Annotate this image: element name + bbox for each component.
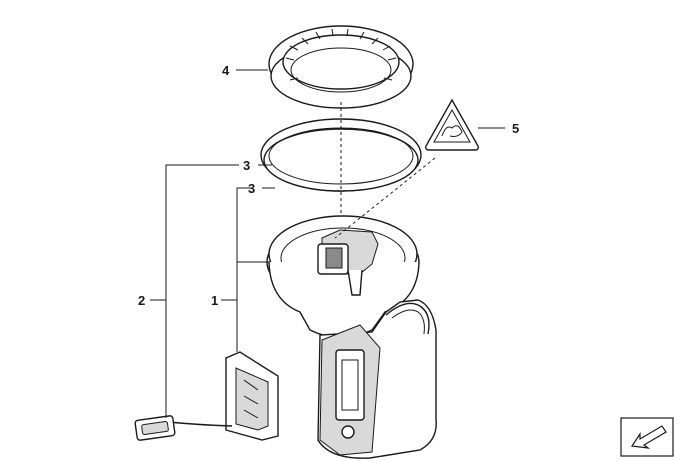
callout-1-bracket — [221, 187, 270, 352]
callout-3a: 3 — [243, 158, 250, 173]
callout-2: 2 — [138, 293, 145, 308]
callout-2-bracket — [150, 164, 239, 418]
part-2-level-sensor[interactable] — [134, 351, 279, 441]
part-4-locking-ring[interactable] — [268, 25, 414, 109]
electric-shock-warning-icon[interactable] — [425, 98, 479, 151]
part-3-seal-ring[interactable] — [260, 118, 422, 192]
callout-3b: 3 — [248, 181, 255, 196]
callout-5: 5 — [512, 121, 519, 136]
part-1-pump-flange[interactable] — [266, 215, 437, 459]
callout-1: 1 — [211, 293, 218, 308]
callout-4: 4 — [222, 63, 230, 78]
navigate-arrow-icon[interactable] — [620, 417, 674, 457]
